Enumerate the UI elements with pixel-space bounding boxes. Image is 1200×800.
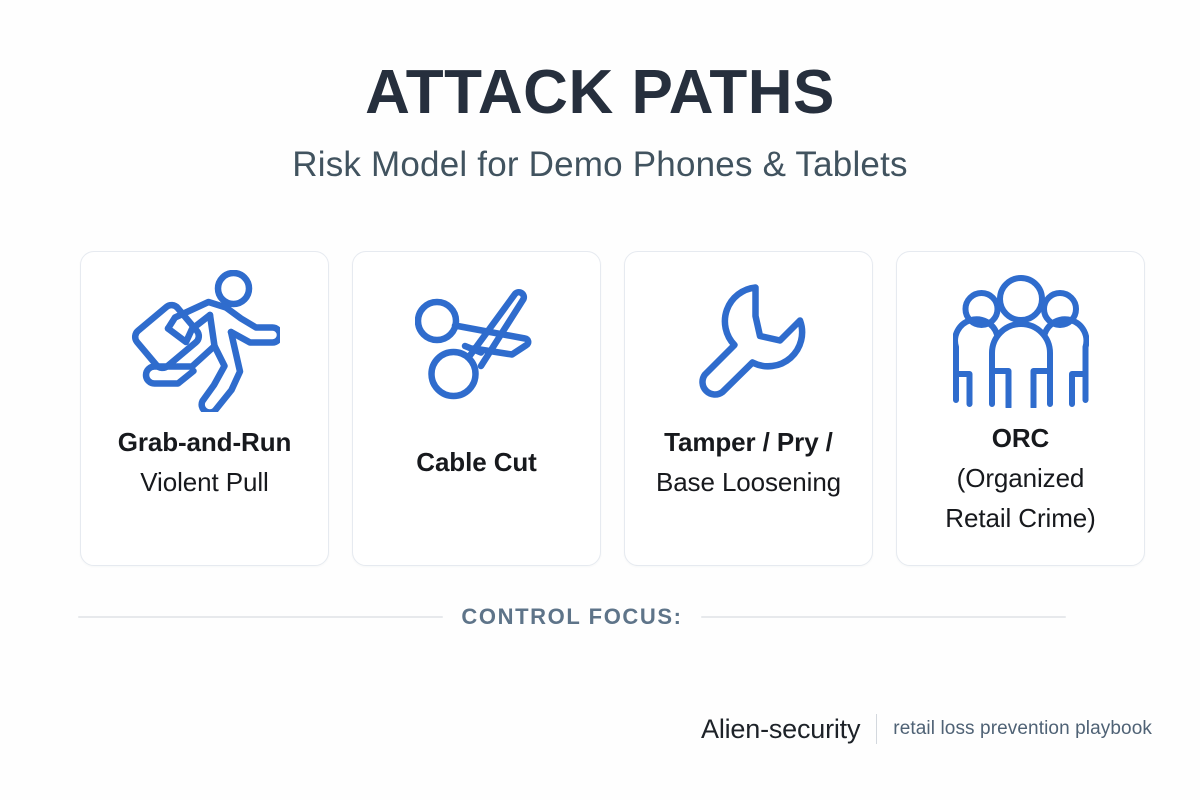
card-label-line2: Base Loosening [655, 467, 842, 497]
card-label-line1: ORC [991, 423, 1050, 453]
card-label-line1: Grab-and-Run [117, 427, 292, 457]
card-label-line1: Cable Cut [416, 447, 537, 477]
control-focus-label: CONTROL FOCUS: [461, 604, 683, 629]
divider-rule-right [700, 616, 1066, 618]
wrench-icon [683, 266, 815, 416]
group-of-people-icon [952, 266, 1089, 416]
header: ATTACK PATHS Risk Model for Demo Phones … [0, 58, 1200, 184]
footer: Alien-security retail loss prevention pl… [701, 710, 1152, 748]
page-subtitle: Risk Model for Demo Phones & Tablets [292, 145, 908, 184]
footer-divider [876, 714, 878, 744]
card-label: Cable Cut [408, 442, 544, 482]
attack-path-card-grab-and-run[interactable]: Grab-and-Run Violent Pull [80, 251, 329, 566]
page-title: ATTACK PATHS [365, 58, 835, 127]
scissors-icon [414, 266, 539, 416]
control-focus-band: CONTROL FOCUS: [78, 600, 1066, 634]
attack-path-card-tamper-pry[interactable]: Tamper / Pry / Base Loosening [624, 251, 873, 566]
card-label-line2: (Organized [956, 463, 1085, 493]
footer-tagline: retail loss prevention playbook [893, 718, 1152, 739]
attack-path-card-orc[interactable]: ORC (Organized Retail Crime) [896, 251, 1145, 566]
card-label: Tamper / Pry / Base Loosening [648, 422, 849, 502]
card-label: Grab-and-Run Violent Pull [110, 422, 300, 502]
card-label-line1: Tamper / Pry / [664, 427, 833, 457]
running-thief-icon [130, 266, 280, 416]
attack-path-card-cable-cut[interactable]: Cable Cut [352, 251, 601, 566]
card-label-line2: Violent Pull [140, 467, 269, 497]
card-label-line3: Retail Crime) [945, 503, 1096, 533]
divider-rule-left [78, 616, 444, 618]
attack-path-cards: Grab-and-Run Violent Pull [80, 251, 1145, 566]
brand-name: Alien-security [701, 713, 861, 744]
card-label: ORC (Organized Retail Crime) [937, 418, 1103, 538]
